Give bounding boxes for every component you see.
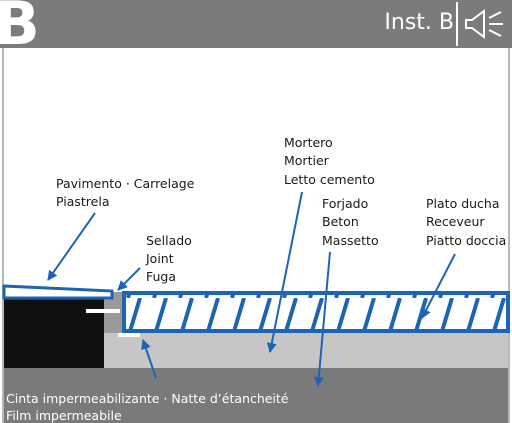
label-forjado-1: Forjado — [322, 196, 368, 211]
label-mortero-1: Mortero — [284, 135, 333, 150]
label-cinta-2: Film impermeabile — [6, 408, 122, 423]
joint-gap — [86, 309, 120, 313]
label-forjado-3: Massetto — [322, 233, 379, 248]
arrow-cinta — [141, 339, 157, 379]
mortar-bed — [104, 333, 508, 368]
waterproof-membrane — [118, 333, 140, 337]
label-pavimento-1: Pavimento · Carrelage — [56, 176, 195, 191]
label-pavimento-2: Piastrela — [56, 194, 110, 209]
existing-floor-block — [4, 298, 104, 368]
section-letter: B — [0, 0, 40, 59]
label-cinta-1: Cinta impermeabilizante · Natte d’étanch… — [6, 391, 289, 406]
label-mortero-3: Letto cemento — [284, 172, 375, 187]
floor-tile — [2, 284, 114, 300]
header-title: Inst. B — [384, 10, 454, 35]
label-plato-3: Piatto doccia — [426, 233, 506, 248]
arrow-mortero — [266, 191, 303, 353]
label-sellado-3: Fuga — [146, 269, 176, 284]
label-sellado-1: Sellado — [146, 233, 192, 248]
header-divider — [456, 2, 458, 46]
diagram-frame — [2, 48, 510, 423]
arrow-forjado — [313, 251, 331, 387]
label-forjado-2: Beton — [322, 214, 359, 229]
arrow-sellado — [117, 267, 141, 291]
label-plato-2: Receveur — [426, 214, 485, 229]
label-mortero-2: Mortier — [284, 153, 330, 168]
shower-tray — [122, 291, 510, 333]
header-bar: B Inst. B — [0, 0, 512, 54]
arrow-pavimento — [47, 212, 96, 281]
arrow-plato — [421, 253, 456, 319]
concrete-slab — [4, 368, 508, 423]
loudspeaker-icon[interactable] — [462, 8, 506, 40]
label-sellado-2: Joint — [145, 251, 174, 266]
label-plato-1: Plato ducha — [426, 196, 500, 211]
